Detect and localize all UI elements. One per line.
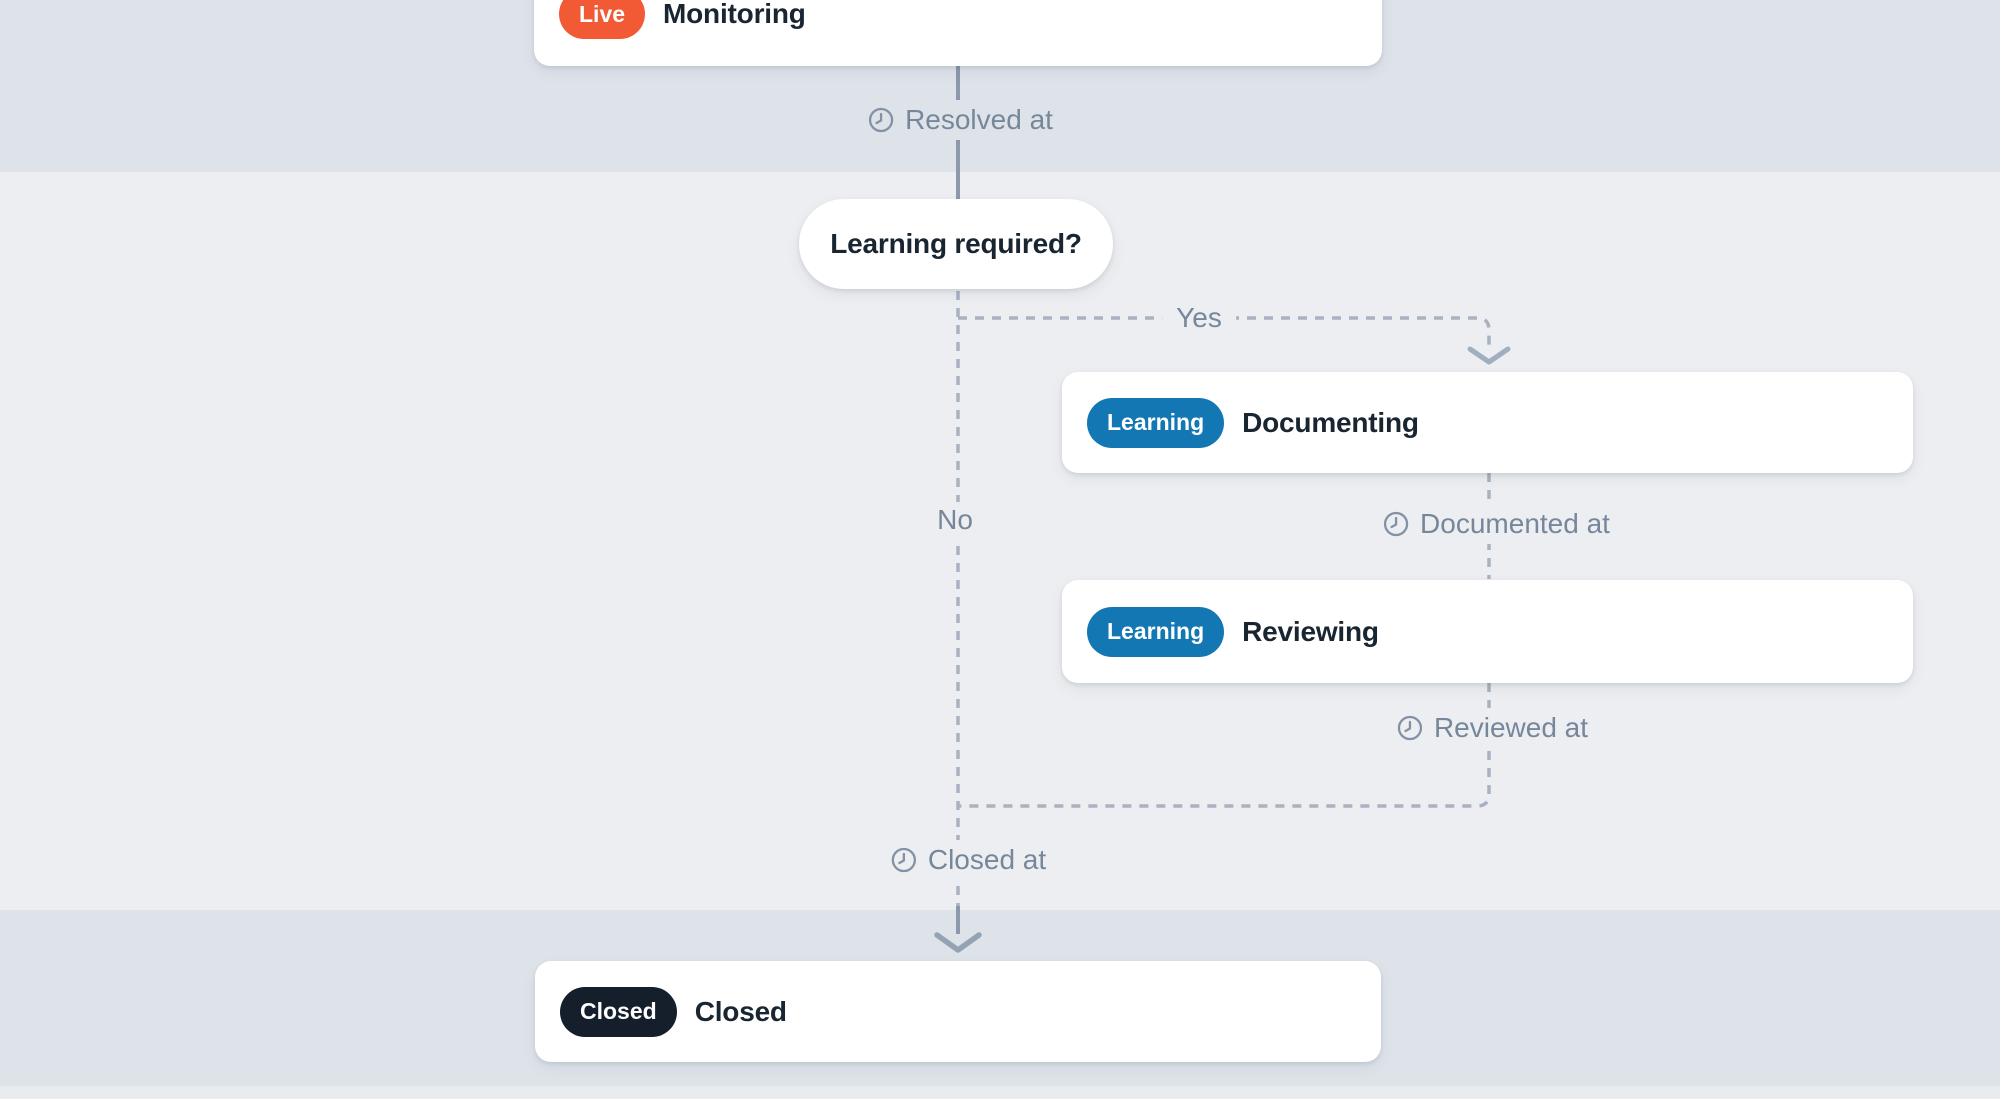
edge-yes-branch-line: [958, 316, 1491, 349]
timestamp-label-reviewed-at: Reviewed at: [1382, 708, 1602, 748]
clock-icon: [1397, 715, 1423, 741]
arrowhead-documenting-icon: [1467, 346, 1511, 365]
clock-icon: [891, 847, 917, 873]
timestamp-label-resolved-at: Resolved at: [854, 100, 1066, 140]
clock-icon: [868, 107, 894, 133]
decision-node-learning-required[interactable]: Learning required?: [799, 199, 1113, 289]
timestamp-label-closed-at: Closed at: [876, 840, 1060, 880]
status-card-closed[interactable]: Closed Closed: [535, 961, 1381, 1062]
edge-reviewing-return: [958, 683, 1491, 808]
status-badge-live: Live: [559, 0, 646, 39]
status-badge-closed: Closed: [560, 986, 677, 1037]
phase-band-learning: [0, 172, 2000, 910]
arrowhead-closed-icon: [934, 932, 982, 953]
status-card-reviewing[interactable]: Learning Reviewing: [1062, 580, 1913, 683]
timestamp-label-text: Closed at: [927, 844, 1047, 875]
status-title-documenting: Documenting: [1242, 406, 1419, 438]
branch-label-no: No: [923, 502, 987, 538]
branch-label-text: Yes: [1176, 302, 1222, 333]
phase-band-footer: [0, 1086, 2000, 1099]
status-card-documenting[interactable]: Learning Documenting: [1062, 372, 1913, 473]
timestamp-label-text: Resolved at: [905, 104, 1053, 135]
clock-icon: [1383, 511, 1409, 537]
status-title-reviewing: Reviewing: [1242, 615, 1379, 647]
branch-label-text: No: [937, 504, 973, 535]
timestamp-label-documented-at: Documented at: [1369, 504, 1623, 544]
status-badge-learning: Learning: [1087, 397, 1225, 448]
branch-label-yes: Yes: [1162, 300, 1236, 336]
timestamp-label-text: Documented at: [1420, 508, 1610, 539]
status-badge-learning: Learning: [1087, 606, 1225, 657]
timestamp-label-text: Reviewed at: [1433, 712, 1589, 743]
status-card-monitoring[interactable]: Live Monitoring: [534, 0, 1382, 66]
status-title-closed: Closed: [694, 995, 787, 1027]
status-title-monitoring: Monitoring: [663, 0, 806, 29]
